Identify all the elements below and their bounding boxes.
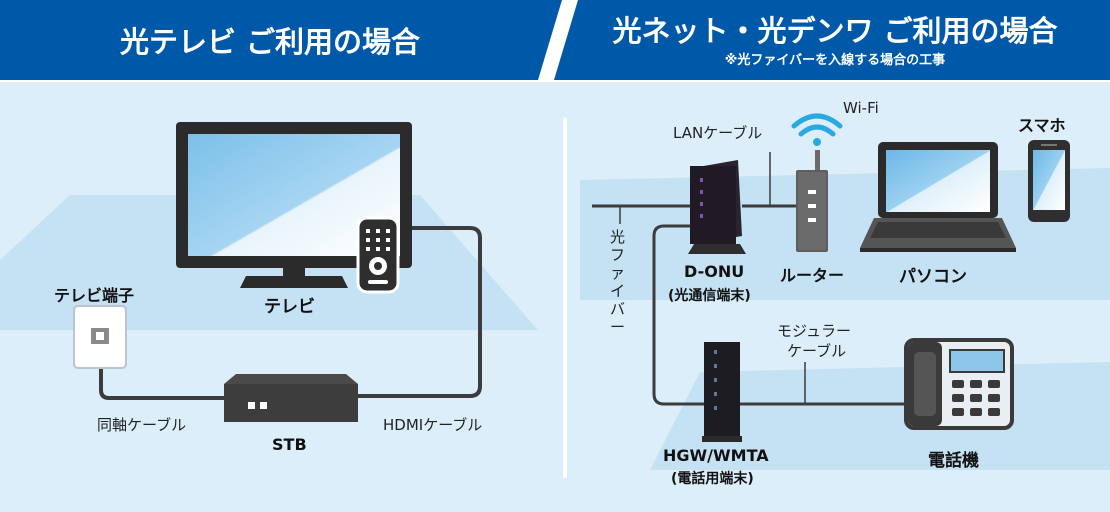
lan-cable-label: LANケーブル bbox=[673, 124, 763, 142]
tv-label: テレビ bbox=[264, 297, 315, 317]
remote-control-icon bbox=[356, 216, 400, 294]
smartphone-icon bbox=[1028, 140, 1070, 222]
hgw-sub-label: (電話用端末) bbox=[671, 471, 754, 487]
tv-outlet-icon bbox=[73, 305, 127, 369]
modular-cable-label-line2: ケーブル bbox=[787, 342, 847, 360]
hgw-label: HGW/WMTA bbox=[663, 446, 769, 465]
outlet-label: テレビ端子 bbox=[54, 286, 135, 305]
onu-device-icon bbox=[688, 160, 746, 254]
wifi-label: Wi-Fi bbox=[843, 99, 879, 117]
onu-label: D-ONU bbox=[684, 262, 745, 281]
stb-label: STB bbox=[272, 435, 307, 454]
coax-cable bbox=[99, 340, 226, 400]
smartphone-label: スマホ bbox=[1018, 116, 1066, 135]
pc-label: パソコン bbox=[899, 267, 967, 287]
router-label: ルーター bbox=[780, 266, 845, 285]
onu-sub-label: (光通信端末) bbox=[668, 288, 751, 304]
right-header-note: ※光ファイバーを入線する場合の工事 bbox=[724, 53, 946, 68]
stb-icon bbox=[224, 374, 358, 422]
telephone-icon bbox=[904, 338, 1014, 430]
fiber-label: 光ファイバー bbox=[610, 228, 626, 336]
coax-cable-label: 同軸ケーブル bbox=[97, 416, 187, 434]
left-header-banner bbox=[0, 0, 562, 80]
fiber-drop-cable bbox=[652, 224, 706, 406]
router-icon bbox=[796, 150, 828, 252]
left-header-title: 光テレビ ご利用の場合 bbox=[119, 25, 421, 59]
right-header-title: 光ネット・光デンワ ご利用の場合 bbox=[612, 14, 1058, 48]
tv-icon bbox=[176, 122, 412, 288]
hgw-device-icon bbox=[702, 342, 742, 442]
phone-label: 電話機 bbox=[928, 451, 979, 471]
modular-cable-label-line1: モジュラー bbox=[777, 322, 851, 340]
right-header-banner bbox=[554, 0, 1110, 80]
laptop-icon bbox=[860, 142, 1016, 252]
wifi-icon bbox=[791, 113, 843, 146]
hdmi-cable-label: HDMIケーブル bbox=[383, 416, 483, 434]
hdmi-cable bbox=[358, 226, 482, 398]
